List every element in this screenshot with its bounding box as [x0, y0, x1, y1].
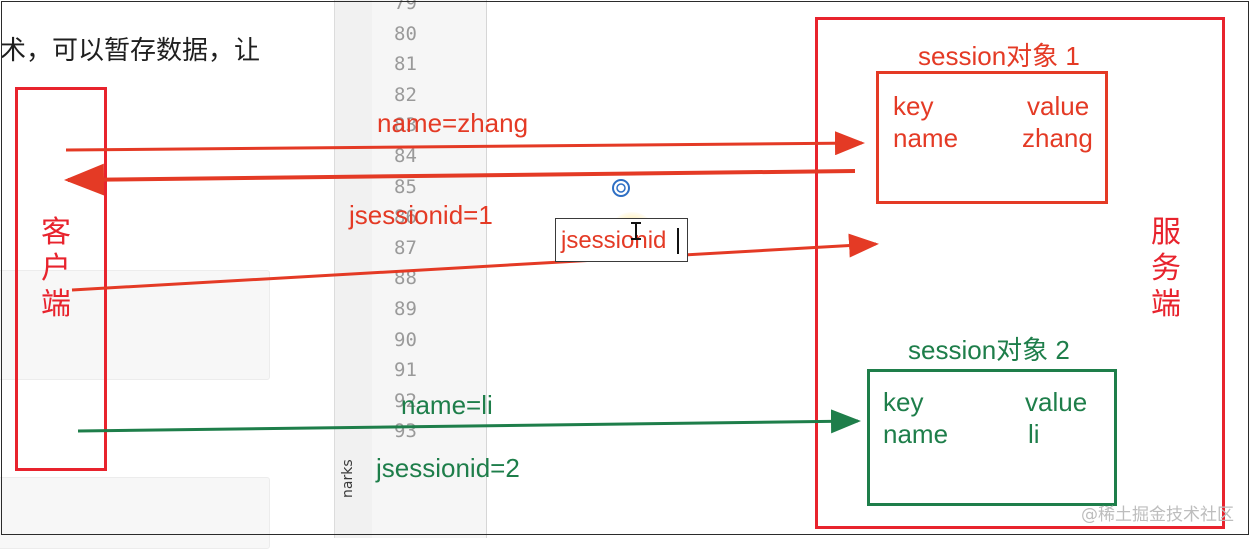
server-label: 服 务 端	[1148, 215, 1184, 323]
arrow-label-name-li: name=li	[401, 390, 493, 420]
request-arrow-name-li	[77, 409, 861, 434]
line-number: 80	[394, 22, 417, 45]
server-label-char: 务	[1151, 251, 1181, 286]
line-number: 81	[394, 53, 417, 76]
arrow-label-jsessionid-2: jsessionid=2	[376, 453, 520, 483]
arrow-layer	[64, 131, 879, 434]
line-number: 85	[394, 175, 417, 198]
line-number: 90	[394, 328, 417, 351]
line-number: 79	[394, 0, 417, 14]
doc-content-block	[0, 270, 270, 380]
response-arrow-jsessionid-1	[64, 163, 856, 196]
doc-content-block	[0, 477, 270, 549]
busy-spinner-icon	[612, 179, 630, 197]
client-box	[15, 87, 107, 471]
doc-intro-text: 术，可以暂存数据，让	[0, 36, 261, 66]
session2-key-header: key	[883, 387, 924, 417]
request-arrow-name-zhang	[65, 131, 865, 156]
line-number: 86	[394, 206, 417, 229]
client-label-char: 客	[41, 215, 71, 250]
annotation-text: jsessionid	[561, 227, 667, 254]
cursor-layer	[612, 179, 641, 240]
line-number: 89	[394, 298, 417, 320]
client-label-char: 端	[41, 287, 71, 322]
request-arrow-jsessionid	[71, 233, 879, 292]
session2-box	[867, 369, 1117, 506]
server-label-char: 端	[1151, 287, 1181, 322]
session1-key: name	[893, 123, 959, 153]
line-number: 91	[394, 359, 417, 382]
i-beam-cursor-icon	[631, 222, 641, 240]
editor-side-panel	[334, 0, 373, 538]
client-label-char: 户	[41, 251, 71, 286]
watermark: @稀土掘金技术社区	[1081, 505, 1234, 525]
session1-box	[876, 71, 1108, 204]
session2-title: session对象 2	[908, 335, 1070, 365]
line-number: 92	[394, 389, 417, 412]
session1-title: session对象 1	[918, 41, 1080, 71]
session2-value-header: value	[1025, 387, 1088, 417]
line-number: 83	[394, 114, 417, 137]
annotation-textbox[interactable]: jsessionid	[555, 218, 688, 262]
line-number: 88	[394, 267, 417, 290]
session1-key-header: key	[893, 91, 934, 121]
text-caret	[677, 228, 679, 254]
session2-key: name	[883, 419, 949, 449]
session1-value-header: value	[1027, 91, 1090, 121]
arrow-label-jsessionid-1: jsessionid=1	[349, 200, 493, 230]
server-box	[815, 17, 1225, 529]
line-number: 87	[394, 236, 417, 259]
busy-spinner-inner	[616, 183, 626, 193]
session1-value: zhang	[1022, 123, 1093, 153]
line-number: 84	[394, 145, 417, 167]
client-label: 客 户 端	[38, 215, 74, 323]
line-number: 82	[394, 83, 417, 106]
session2-value: li	[1028, 419, 1040, 449]
server-label-char: 服	[1151, 215, 1181, 250]
arrow-label-name-zhang: name=zhang	[377, 108, 529, 138]
